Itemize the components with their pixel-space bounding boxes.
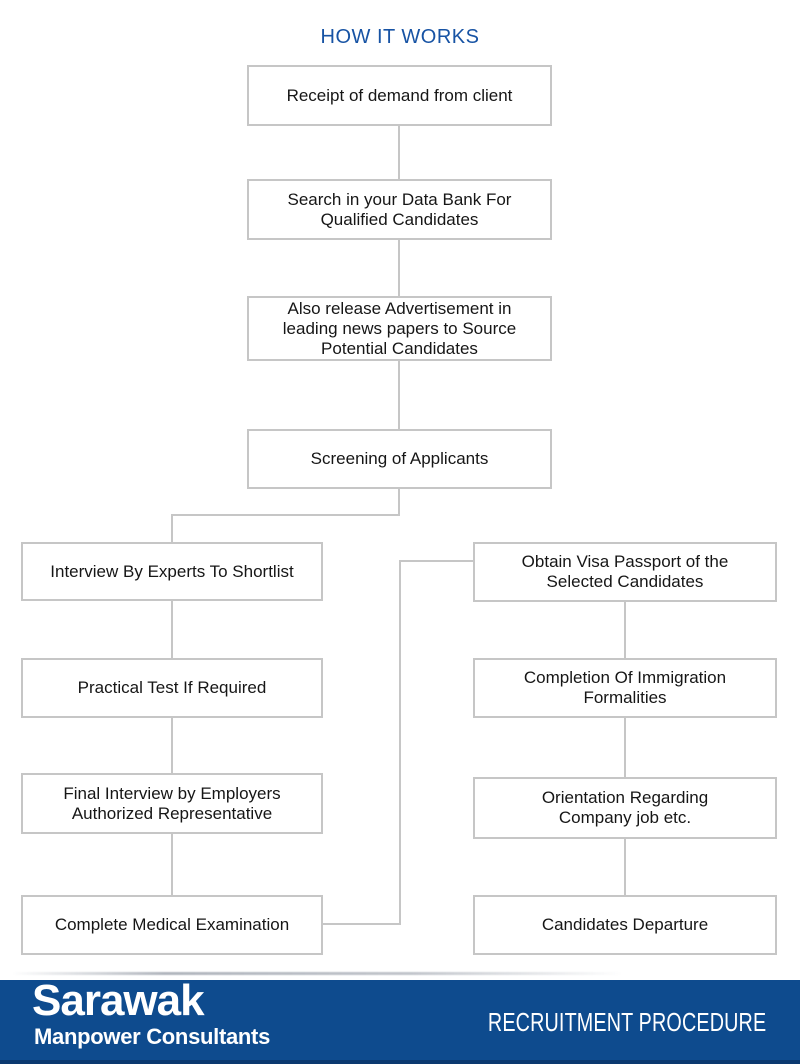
footer-shadow-artifact [12,972,622,975]
connector-right-2-3 [624,718,626,777]
connector-main-3-4 [398,361,400,429]
page-title: HOW IT WORKS [320,26,480,48]
connector-right-1-2 [624,602,626,658]
flow-step-expert-interview: Interview By Experts To Shortlist [21,542,323,601]
footer-bottom-edge [0,1060,800,1064]
flow-step-final-interview: Final Interview by Employers Authorized … [21,773,323,834]
flow-step-data-bank-search: Search in your Data Bank For Qualified C… [247,179,552,240]
connector-main-2-3 [398,240,400,296]
connector-left-2-3 [171,718,173,773]
connector-split-horizontal [171,514,400,516]
flow-step-candidates-departure: Candidates Departure [473,895,777,955]
connector-screening-stub [398,489,400,515]
brand-tagline: Manpower Consultants [34,1024,271,1049]
connector-left-branch-entry [171,514,173,542]
connector-left-3-4 [171,834,173,895]
footer-bar: Sarawak Manpower Consultants RECRUITMENT… [0,976,800,1064]
flow-step-practical-test: Practical Test If Required [21,658,323,718]
flow-step-visa-passport: Obtain Visa Passport of the Selected Can… [473,542,777,602]
connector-left-1-2 [171,601,173,658]
connector-main-1-2 [398,126,400,179]
connector-bridge-vertical [399,560,401,925]
connector-bridge-top [399,560,473,562]
connector-right-3-4 [624,839,626,895]
flow-step-advertisement: Also release Advertisement in leading ne… [247,296,552,361]
flow-step-orientation: Orientation Regarding Company job etc. [473,777,777,839]
footer-caption: RECRUITMENT PROCEDURE [487,1007,766,1037]
connector-bridge-bottom [323,923,401,925]
flow-step-medical-examination: Complete Medical Examination [21,895,323,955]
flow-step-screening: Screening of Applicants [247,429,552,489]
flow-step-immigration-formalities: Completion Of Immigration Formalities [473,658,777,718]
flow-step-receipt-of-demand: Receipt of demand from client [247,65,552,126]
brand-name: Sarawak [32,976,205,1025]
